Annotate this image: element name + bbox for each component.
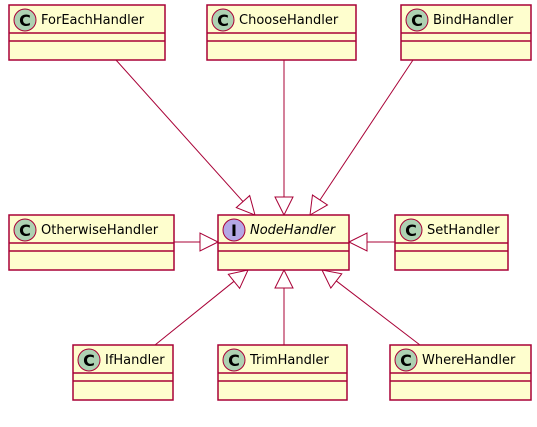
edge-where-to-node <box>321 269 421 346</box>
edge-line <box>335 280 421 346</box>
class-badge-icon <box>13 218 37 242</box>
badge-letter: C <box>228 351 240 370</box>
node-label: SetHandler <box>427 223 500 238</box>
interface-node: I NodeHandler <box>217 214 350 271</box>
badge-letter: C <box>19 11 31 30</box>
badge-letter: C <box>83 351 95 370</box>
class-badge-icon <box>211 8 235 32</box>
realization-arrowhead <box>321 269 343 290</box>
class-badge-icon <box>222 348 246 372</box>
class-badge-icon <box>394 348 418 372</box>
badge-letter: C <box>400 351 412 370</box>
realization-arrowhead <box>199 232 220 252</box>
edge-if-to-node <box>154 269 249 346</box>
class-badge-icon <box>399 218 423 242</box>
class-where: C WhereHandler <box>389 344 532 401</box>
realization-arrowhead <box>274 196 294 217</box>
edge-line <box>154 280 235 346</box>
edge-otherwise-to-node <box>174 232 220 252</box>
class-badge-icon <box>13 8 37 32</box>
class-set: C SetHandler <box>394 214 509 271</box>
edge-line <box>115 59 244 202</box>
edges-layer <box>115 59 421 346</box>
node-label: ChooseHandler <box>239 13 339 28</box>
class-bind: C BindHandler <box>400 4 532 61</box>
edge-trim-to-node <box>274 268 294 345</box>
edge-foreach-to-node <box>115 59 256 216</box>
node-label: WhereHandler <box>422 353 516 368</box>
node-label: OtherwiseHandler <box>41 223 159 238</box>
node-label: IfHandler <box>105 353 165 368</box>
interface-badge-icon <box>222 218 246 242</box>
realization-arrowhead <box>227 269 249 290</box>
node-label: ForEachHandler <box>41 13 145 28</box>
class-if: C IfHandler <box>72 344 174 401</box>
class-badge-icon <box>405 8 429 32</box>
badge-letter: C <box>217 11 229 30</box>
edge-line <box>319 59 414 201</box>
node-label: TrimHandler <box>249 353 329 368</box>
realization-arrowhead <box>309 194 329 216</box>
edge-choose-to-node <box>274 60 294 217</box>
badge-letter: I <box>231 221 237 240</box>
class-badge-icon <box>77 348 101 372</box>
realization-arrowhead <box>274 268 294 289</box>
class-foreach: C ForEachHandler <box>8 4 166 61</box>
edge-bind-to-node <box>309 59 414 216</box>
class-choose: C ChooseHandler <box>206 4 357 61</box>
badge-letter: C <box>405 221 417 240</box>
badge-letter: C <box>411 11 423 30</box>
class-otherwise: C OtherwiseHandler <box>8 214 175 271</box>
realization-arrowhead <box>235 194 256 216</box>
badge-letter: C <box>19 221 31 240</box>
node-label: NodeHandler <box>250 223 337 238</box>
realization-arrowhead <box>347 232 368 252</box>
edge-set-to-node <box>347 232 395 252</box>
class-trim: C TrimHandler <box>217 344 348 401</box>
node-label: BindHandler <box>433 13 514 28</box>
